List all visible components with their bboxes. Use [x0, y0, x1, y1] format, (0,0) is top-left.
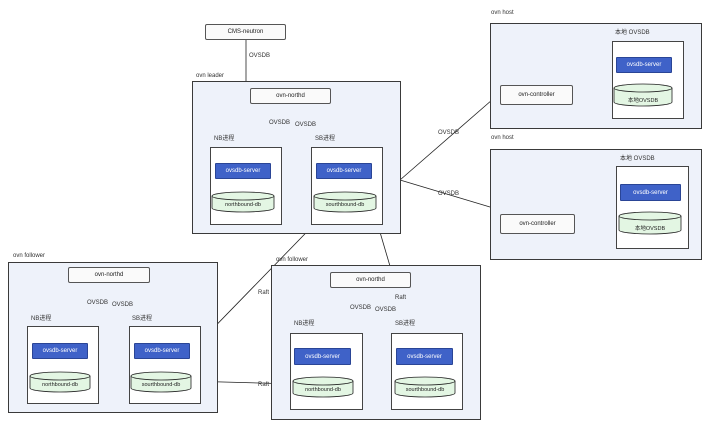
follower2-sb-label: SB进程 [395, 321, 416, 327]
follower1-title: ovn follower [13, 253, 46, 259]
leader-sb-link-label: OVSDB [295, 122, 317, 128]
host2-server: ovsdb-server [620, 184, 681, 201]
follower2-nb-db: northbound-db [292, 376, 354, 398]
host2-title: ovn host [491, 135, 514, 141]
follower1-sb-label: SB进程 [132, 316, 153, 322]
host1-local-label: 本地 OVSDB [615, 30, 650, 36]
leader-sb-server: ovsdb-server [316, 163, 372, 179]
host2-db-label: 本地OVSDB [634, 226, 666, 232]
host1-title: ovn host [491, 10, 514, 16]
leader-sb-process [311, 147, 383, 225]
follower2-sb-process [391, 333, 463, 410]
follower1-nb-server: ovsdb-server [32, 343, 88, 359]
follower2-title: ovn follower [276, 257, 309, 263]
follower2-nb-link-label: OVSDB [350, 305, 372, 311]
leader-nb-process [210, 147, 282, 225]
leader-sb-db-label: sourthbound-db [325, 202, 365, 208]
host1-db-label: 本地OVSDB [627, 98, 659, 104]
raft-follower1-follower2-label: Raft [258, 382, 270, 388]
follower1-sb-db-label: sourthbound-db [141, 382, 181, 388]
follower2-nb-label: NB进程 [294, 321, 315, 327]
follower1-sb-db: sourthbound-db [130, 371, 192, 393]
raft-leader-follower1-label: Raft [258, 290, 270, 296]
host1-local-ovsdb [612, 41, 684, 119]
host1-link-label: OVSDB [438, 130, 460, 136]
follower1-nb-link-label: OVSDB [87, 300, 109, 306]
follower1-nb-db-label: northbound-db [42, 382, 78, 388]
leader-nb-label: NB进程 [214, 136, 235, 142]
host2-local-ovsdb [616, 166, 689, 249]
leader-northd: ovn-northd [250, 88, 331, 104]
follower2-northd: ovn-northd [330, 272, 411, 288]
follower2-sb-server: ovsdb-server [396, 348, 453, 365]
follower1-sb-link-label: OVSDB [112, 302, 134, 308]
follower2-nb-db-label: northbound-db [305, 387, 341, 393]
host1-controller: ovn-controller [500, 85, 573, 105]
host1-db: 本地OVSDB [613, 83, 673, 107]
leader-nb-db-label: northbound-db [225, 202, 261, 208]
follower2-nb-server: ovsdb-server [294, 348, 351, 365]
follower2-nb-process [290, 333, 363, 410]
follower1-sb-server: ovsdb-server [134, 343, 190, 359]
host2-link-label: OVSDB [438, 191, 460, 197]
leader-nb-db: northbound-db [211, 191, 275, 213]
follower2-sb-db: sourthbound-db [394, 376, 456, 398]
host2-controller: ovn-controller [500, 214, 575, 234]
follower2-sb-db-label: sourthbound-db [405, 387, 445, 393]
follower1-nb-label: NB进程 [31, 316, 52, 322]
leader-sb-db: sourthbound-db [313, 191, 377, 213]
leader-title: ovn leader [196, 73, 225, 79]
raft-leader-follower2-label: Raft [395, 295, 407, 301]
host2-db: 本地OVSDB [618, 211, 682, 235]
host1-server: ovsdb-server [616, 57, 672, 73]
cms-link-label: OVSDB [249, 53, 271, 59]
follower2-sb-link-label: OVSDB [375, 307, 397, 313]
follower1-northd: ovn-northd [68, 267, 150, 283]
host2-local-label: 本地 OVSDB [620, 156, 655, 162]
cms-neutron-node: CMS-neutron [205, 24, 286, 40]
leader-nb-server: ovsdb-server [215, 163, 271, 179]
follower1-nb-db: northbound-db [29, 371, 91, 393]
leader-sb-label: SB进程 [315, 136, 336, 142]
leader-nb-link-label: OVSDB [269, 120, 291, 126]
